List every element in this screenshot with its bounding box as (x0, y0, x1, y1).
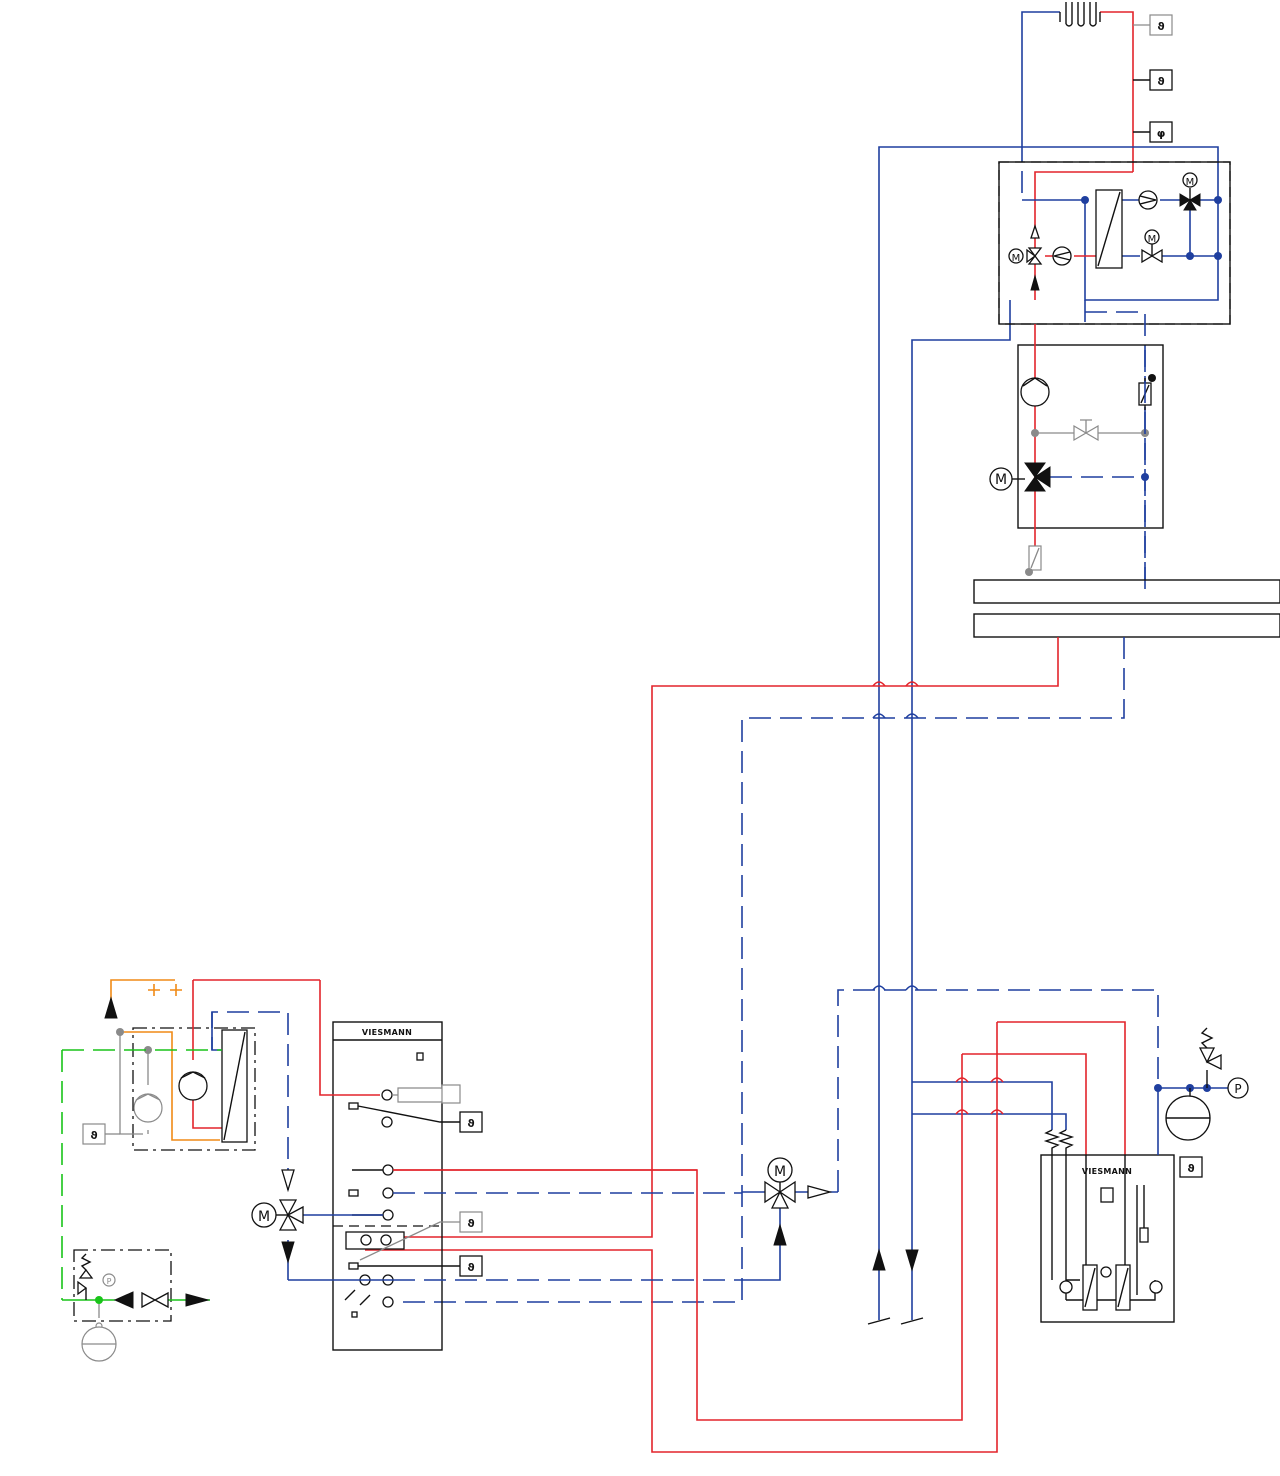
safety-valve-icon (77, 1268, 94, 1296)
expansion-group: P (1154, 1027, 1249, 1155)
pressure-gauge-icon (102, 1273, 116, 1287)
tank-sensor-symbol: ϑ (467, 1261, 474, 1274)
valve-motor-label: M (1012, 253, 1021, 264)
temperature-sensor-icon (459, 1211, 483, 1233)
mixer-module: M (989, 324, 1164, 590)
humidity-sensor-icon (1149, 121, 1173, 143)
distributor-bar-supply (973, 579, 1280, 604)
temperature-sensor-icon (459, 1111, 483, 1133)
motorized-valve-icon (278, 1199, 304, 1231)
pressure-gauge-label: P (1234, 1082, 1241, 1096)
distributor-bar-return (973, 613, 1280, 638)
humidity-sensor-symbol: φ (1157, 127, 1166, 140)
bottom-sensor-top (1025, 545, 1042, 576)
brine-pressure-label: P (107, 1277, 112, 1286)
motorized-valve-icon (764, 1180, 796, 1209)
outdoor-sensor-icon (1149, 14, 1173, 36)
pump-icon (1138, 190, 1158, 210)
crossing-marks (872, 681, 919, 719)
valve-motor-label: M (1186, 177, 1195, 188)
gate-valve-icon (141, 1291, 169, 1309)
brine-safety-group: P (62, 1249, 210, 1362)
valve-motor-label: M (258, 1209, 270, 1225)
tank-brand: VIESMANN (362, 1028, 412, 1037)
temperature-sensor-icon (1149, 69, 1173, 91)
mixing-valve-icon (1026, 247, 1043, 265)
top-sensors: ϑ ϑ φ (1133, 14, 1173, 143)
check-valve-icon (113, 1291, 134, 1309)
check-valve-icon (807, 1185, 833, 1199)
tank-sensor-symbol: ϑ (467, 1117, 474, 1130)
pump-icon (1052, 246, 1072, 266)
storage-tank: VIESMANN ϑ ϑ ϑ (193, 979, 809, 1351)
tank-sensor-symbol: ϑ (467, 1217, 474, 1230)
flow-arrow-icon (905, 1249, 919, 1272)
heat-pump: ϑ (61, 979, 256, 1300)
radiator-group (1021, 2, 1134, 200)
temperature-sensor-icon (1179, 1156, 1203, 1178)
valve-motor-label: M (1148, 234, 1157, 245)
pressure-gauge-icon (1227, 1077, 1249, 1099)
radiator-icon (1059, 2, 1101, 27)
center-mixing-valve: M (742, 1157, 838, 1281)
heatpump-mixing-valve: M (251, 1169, 304, 1264)
boiler-brand: VIESMANN (1082, 1167, 1132, 1176)
temperature-sensor-icon (459, 1255, 483, 1277)
crossing-marks-lower (872, 985, 1004, 1115)
flow-arrow-icon (872, 1248, 886, 1271)
temperature-sensor-symbol: ϑ (1157, 75, 1164, 88)
outdoor-sensor-symbol: ϑ (1157, 20, 1164, 33)
valve-motor-label: M (774, 1164, 786, 1180)
heatpump-sensor-symbol: ϑ (90, 1129, 97, 1142)
valve-motor-label: M (995, 472, 1007, 488)
top-module: M M M (998, 161, 1231, 325)
safety-valve-icon (1198, 1047, 1222, 1071)
pump-icon (1020, 377, 1050, 407)
boiler: VIESMANN (1040, 1129, 1175, 1323)
boiler-sensor-symbol: ϑ (1187, 1162, 1194, 1175)
heat-exchanger-icon (221, 1029, 248, 1143)
motorized-valve-icon (1024, 462, 1051, 492)
